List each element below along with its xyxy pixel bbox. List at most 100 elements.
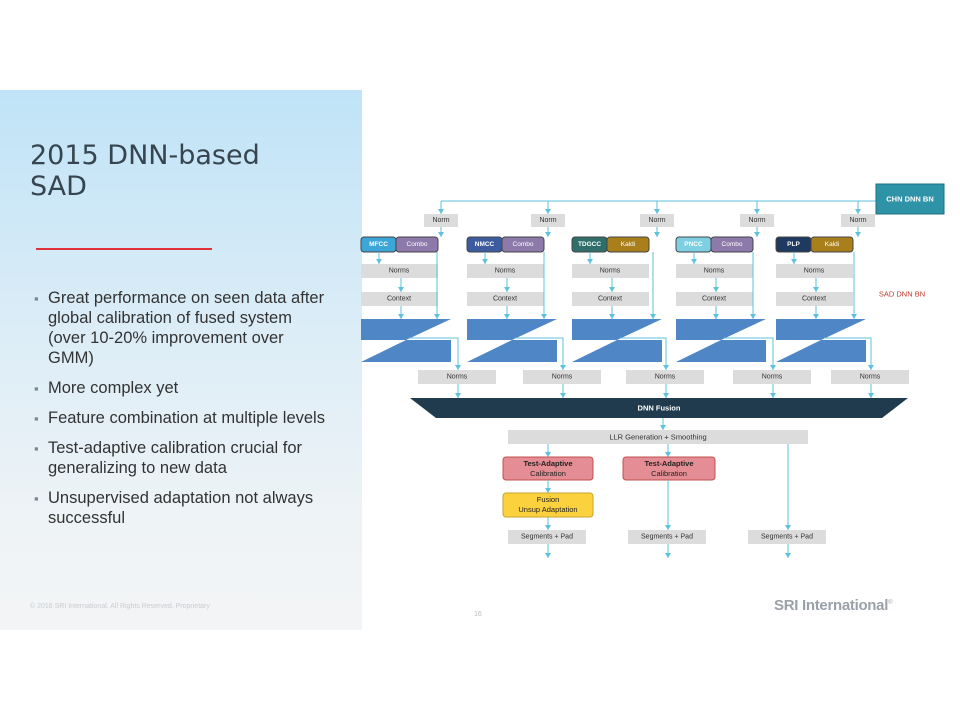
arrowhead: [650, 314, 656, 319]
arrowhead: [438, 209, 444, 214]
bullet-item: ▪More complex yet: [34, 378, 334, 398]
arrowhead: [455, 393, 461, 398]
top-norm-label: Norm: [748, 217, 765, 224]
bullet-marker: ▪: [34, 491, 39, 506]
norms-label: Norms: [804, 268, 825, 275]
bullet-marker: ▪: [34, 441, 39, 456]
arrowhead: [455, 365, 461, 370]
top-norm-box: [531, 214, 565, 227]
arrowhead: [545, 525, 551, 530]
arrowhead: [545, 452, 551, 457]
dnn-bottom-half: [676, 340, 766, 362]
second-norms-box: [418, 370, 496, 384]
top-norm-label: Norm: [648, 217, 665, 224]
top-norm-box: [740, 214, 774, 227]
top-norm-label: Norm: [849, 217, 866, 224]
arrowhead: [609, 314, 615, 319]
context-label: Context: [802, 296, 826, 303]
bn-output-line: [824, 337, 872, 370]
bullet-marker: ▪: [34, 381, 39, 396]
chn-dnn-bn-label: CHN DNN BN: [886, 195, 934, 204]
arrowhead: [545, 209, 551, 214]
title-underline: [36, 248, 212, 250]
norms-box: [467, 264, 544, 278]
arrowhead: [545, 232, 551, 237]
logo-trademark: ®: [888, 600, 893, 606]
top-norm-box: [424, 214, 458, 227]
dnn-top-half: [572, 319, 662, 340]
second-norms-box: [523, 370, 601, 384]
arrowhead: [560, 393, 566, 398]
arrowhead: [754, 209, 760, 214]
arrowhead: [654, 209, 660, 214]
dnn-fusion-bar: [410, 398, 908, 418]
context-box: [361, 292, 438, 306]
second-norms-label: Norms: [447, 374, 468, 381]
arrowhead: [545, 488, 551, 493]
arrowhead: [851, 314, 857, 319]
top-norm-box: [640, 214, 674, 227]
segments-box: [748, 530, 826, 544]
dnn-top-half: [361, 319, 451, 340]
arrowhead: [754, 232, 760, 237]
second-norms-label: Norms: [552, 374, 573, 381]
arrowhead: [868, 393, 874, 398]
segments-label: Segments + Pad: [641, 534, 693, 541]
copyright-notice: © 2016 SRI International. All Rights Res…: [30, 603, 210, 610]
context-label: Context: [387, 296, 411, 303]
segments-box: [508, 530, 586, 544]
top-norm-label: Norm: [539, 217, 556, 224]
combo-box: [395, 236, 439, 253]
fusion-adapt-line1: Fusion: [537, 495, 560, 504]
bullet-text: Feature combination at multiple levels: [48, 409, 325, 427]
top-norm-label: Norm: [432, 217, 449, 224]
feature-label: TDGCC: [578, 241, 601, 248]
dnn-bottom-half: [776, 340, 866, 362]
segments-label: Segments + Pad: [521, 534, 573, 541]
second-norms-label: Norms: [655, 374, 676, 381]
arrowhead: [663, 365, 669, 370]
arrowhead: [482, 259, 488, 264]
context-label: Context: [702, 296, 726, 303]
second-norms-box: [626, 370, 704, 384]
title-line-1: 2015 DNN-based: [30, 140, 260, 171]
context-box: [467, 292, 544, 306]
norms-box: [776, 264, 853, 278]
bullet-list: ▪ Great performance on seen data after gl…: [34, 288, 334, 538]
combo-label: Combo: [513, 241, 534, 248]
context-label: Context: [493, 296, 517, 303]
dnn-bottom-half: [467, 340, 557, 362]
feature-label: MFCC: [369, 241, 388, 248]
context-box: [776, 292, 853, 306]
dnn-top-half: [467, 319, 557, 340]
feature-label: NMCC: [475, 241, 495, 248]
dnn-bottom-half: [361, 340, 451, 362]
norms-box: [676, 264, 753, 278]
title-line-2: SAD: [30, 171, 87, 202]
bn-output-line: [620, 337, 667, 370]
arrowhead: [398, 314, 404, 319]
arrowhead: [691, 259, 697, 264]
bullet-item: ▪ Great performance on seen data after gl…: [34, 288, 334, 368]
context-box: [572, 292, 649, 306]
bullet-item: ▪Test-adaptive calibration crucial for g…: [34, 438, 334, 478]
norms-box: [572, 264, 649, 278]
combo-label: Kaldi: [825, 241, 839, 248]
arrowhead: [750, 314, 756, 319]
arrowhead: [504, 314, 510, 319]
norms-label: Norms: [495, 268, 516, 275]
segments-label: Segments + Pad: [761, 534, 813, 541]
calibration-2-line2: Calibration: [651, 469, 687, 478]
top-norm-box: [841, 214, 875, 227]
combo-label: Combo: [722, 241, 743, 248]
bullet-marker: ▪: [34, 291, 39, 306]
combo-box: [606, 236, 650, 253]
feature-label: PLP: [787, 241, 800, 248]
combo-label: Kaldi: [621, 241, 635, 248]
arrowhead: [434, 314, 440, 319]
context-label: Context: [598, 296, 622, 303]
second-norms-label: Norms: [860, 374, 881, 381]
bullet-text: Great performance on seen data after glo…: [48, 289, 325, 367]
dnn-fusion-label: DNN Fusion: [638, 404, 681, 413]
